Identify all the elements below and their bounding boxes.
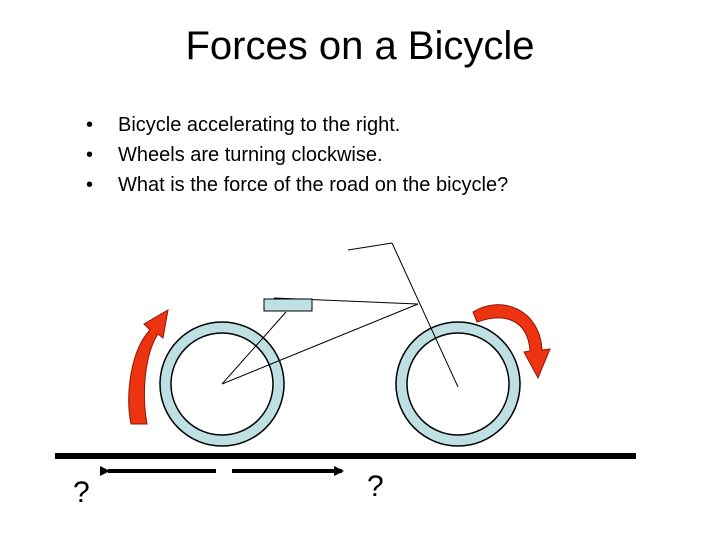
unknown-force-right-label: ? xyxy=(367,470,384,504)
unknown-force-left-label: ? xyxy=(73,476,90,510)
front-wheel xyxy=(396,322,520,446)
bicycle-seat xyxy=(264,299,312,311)
